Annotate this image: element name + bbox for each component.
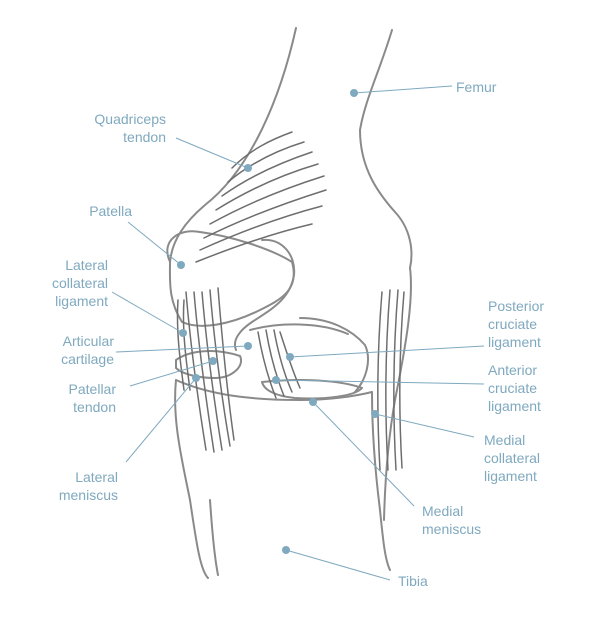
dot-patellar-tendon xyxy=(209,357,217,365)
leader-posterior-cruciate-ligament xyxy=(289,345,485,358)
dot-quadriceps-tendon xyxy=(244,164,252,172)
label-anterior-cruciate-ligament: Anterior cruciate ligament xyxy=(488,362,541,414)
label-patellar-tendon: Patellar tendon xyxy=(68,381,116,415)
dot-lateral-meniscus xyxy=(192,374,200,382)
dot-medial-meniscus xyxy=(309,398,317,406)
femur-outline-right xyxy=(359,29,413,269)
label-posterior-cruciate-ligament: Posterior cruciate ligament xyxy=(488,298,545,350)
patella-outline xyxy=(166,230,295,327)
tibia-outline-left xyxy=(174,379,209,579)
label-articular-cartilage: Articular cartilage xyxy=(61,333,114,367)
label-medial-collateral-ligament: Medial collateral ligament xyxy=(484,432,541,484)
leader-patella xyxy=(127,221,182,266)
leader-lateral-meniscus xyxy=(125,377,197,463)
tibia-outline-right xyxy=(371,391,391,571)
leader-patellar-tendon xyxy=(129,360,214,387)
dot-medial-collateral-ligament xyxy=(371,410,379,418)
label-medial-meniscus: Medial meniscus xyxy=(422,503,482,537)
label-quadriceps-tendon: Quadriceps tendon xyxy=(94,111,166,145)
femoral-condyle xyxy=(234,238,296,351)
dot-patella xyxy=(177,261,185,269)
dot-lateral-collateral-ligament xyxy=(179,329,187,337)
dot-anterior-cruciate-ligament xyxy=(272,376,280,384)
dot-femur xyxy=(350,89,358,97)
label-lateral-collateral-ligament: Lateral collateral ligament xyxy=(51,257,108,309)
leader-lateral-collateral-ligament xyxy=(111,291,184,334)
dot-posterior-cruciate-ligament xyxy=(286,353,294,361)
leader-femur xyxy=(353,85,453,94)
label-patella: Patella xyxy=(89,203,132,219)
dot-articular-cartilage xyxy=(244,342,252,350)
label-lateral-meniscus: Lateral meniscus xyxy=(58,469,118,503)
femoral-condyle-lower xyxy=(299,317,369,393)
leader-medial-meniscus xyxy=(312,401,415,507)
leader-anterior-cruciate-ligament xyxy=(275,379,485,385)
leader-tibia xyxy=(285,549,391,581)
femur-outline-left xyxy=(169,27,297,263)
dot-tibia xyxy=(282,546,290,554)
leader-medial-collateral-ligament xyxy=(374,413,475,438)
label-femur: Femur xyxy=(456,79,497,95)
leader-articular-cartilage xyxy=(115,345,249,353)
leader-quadriceps-tendon xyxy=(175,137,249,169)
medial-edge xyxy=(383,267,412,521)
joint-space xyxy=(249,323,349,335)
fibula-line xyxy=(209,499,219,576)
label-tibia: Tibia xyxy=(398,573,428,589)
